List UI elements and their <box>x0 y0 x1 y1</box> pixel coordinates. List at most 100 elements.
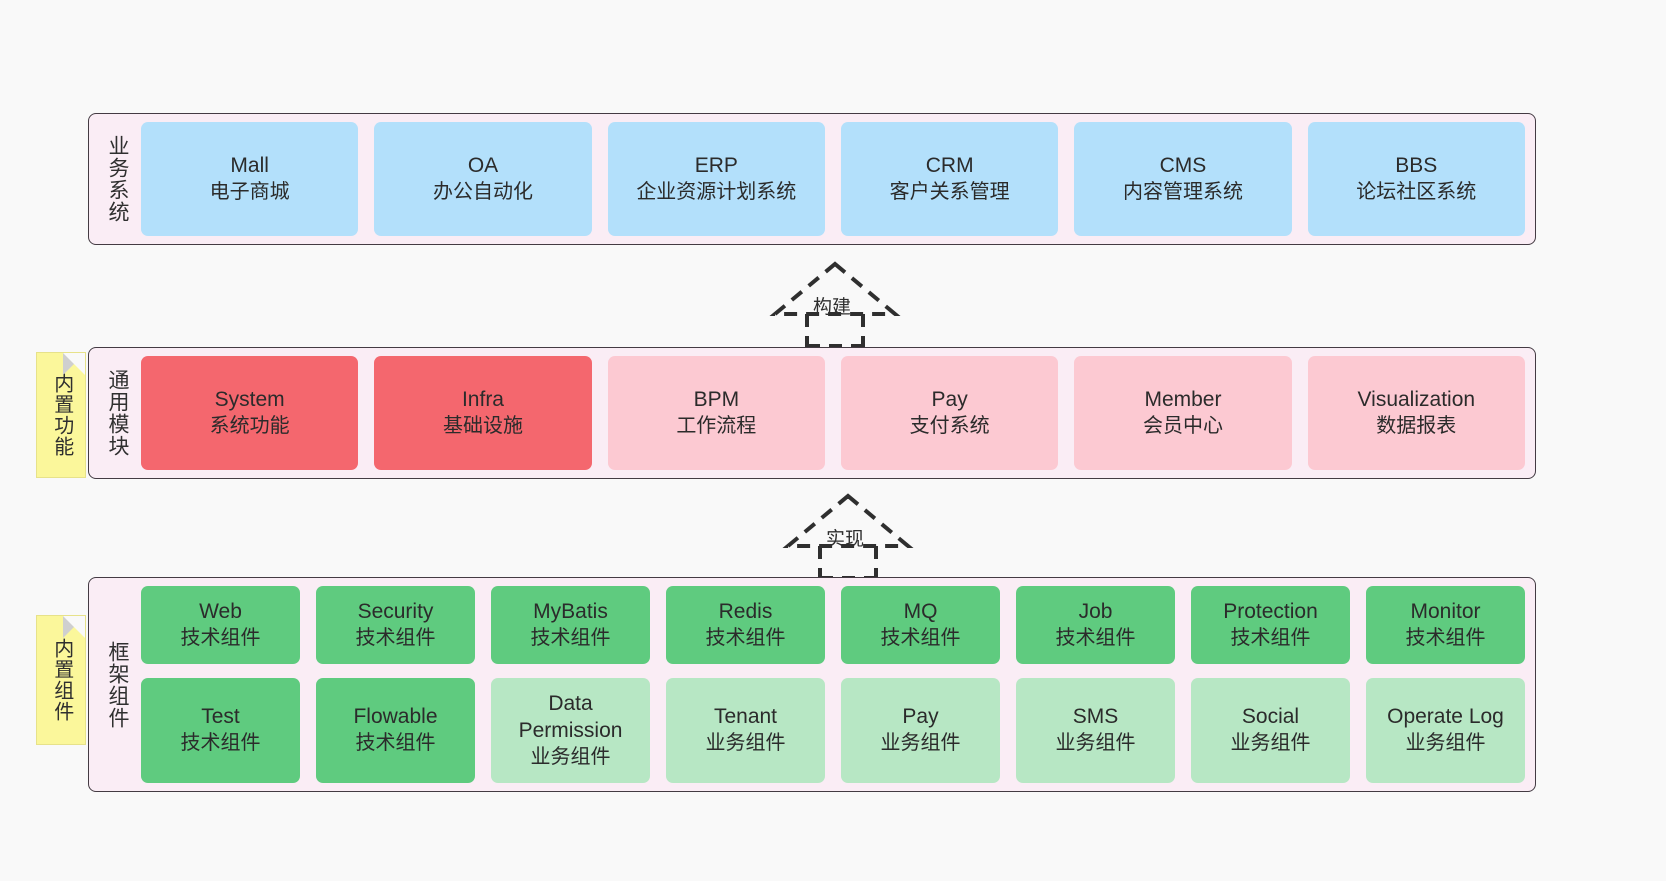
sticky-note-builtin-components[interactable]: 内置组件 <box>36 615 86 745</box>
card-title: Operate Log <box>1387 705 1504 729</box>
layer-common-modules[interactable]: 通用模块 System 系统功能 Infra 基础设施 BPM 工作流程 Pay… <box>88 347 1536 479</box>
card-subtitle: 会员中心 <box>1142 414 1223 437</box>
connector-build-label: 构建 <box>813 297 852 318</box>
card-subtitle: 办公自动化 <box>432 180 533 203</box>
card-bbs[interactable]: BBS 论坛社区系统 <box>1307 122 1525 236</box>
card-row: Web 技术组件 Security 技术组件 MyBatis 技术组件 Redi… <box>141 586 1525 665</box>
card-mybatis[interactable]: MyBatis 技术组件 <box>491 586 650 665</box>
card-title: Data Permission <box>518 691 623 742</box>
card-title: MQ <box>903 599 938 623</box>
card-title: Web <box>199 599 242 623</box>
card-data-permission[interactable]: Data Permission 业务组件 <box>491 678 650 783</box>
card-oa[interactable]: OA 办公自动化 <box>374 122 592 236</box>
card-subtitle: 技术组件 <box>705 626 786 649</box>
card-subtitle: 数据报表 <box>1376 414 1457 437</box>
card-infra[interactable]: Infra 基础设施 <box>374 356 592 470</box>
card-redis[interactable]: Redis 技术组件 <box>666 586 825 665</box>
card-cms[interactable]: CMS 内容管理系统 <box>1074 122 1292 236</box>
card-subtitle: 内容管理系统 <box>1122 180 1243 203</box>
layer-business-systems[interactable]: 业务系统 Mall 电子商城 OA 办公自动化 ERP 企业资源计划系统 CRM… <box>88 113 1536 245</box>
card-title: Security <box>357 599 434 623</box>
card-subtitle: 技术组件 <box>355 626 436 649</box>
card-title: Visualization <box>1357 387 1476 411</box>
card-title: Pay <box>902 705 939 729</box>
card-security[interactable]: Security 技术组件 <box>316 586 475 665</box>
card-pay-module[interactable]: Pay 支付系统 <box>840 356 1059 470</box>
card-tenant[interactable]: Tenant 业务组件 <box>666 678 825 783</box>
card-sms[interactable]: SMS 业务组件 <box>1016 678 1175 783</box>
card-job[interactable]: Job 技术组件 <box>1016 586 1175 665</box>
cards-area-business-systems: Mall 电子商城 OA 办公自动化 ERP 企业资源计划系统 CRM 客户关系… <box>135 122 1525 236</box>
card-mq[interactable]: MQ 技术组件 <box>841 586 1000 665</box>
card-title: Social <box>1241 705 1300 729</box>
card-subtitle: 业务组件 <box>1230 732 1311 755</box>
card-subtitle: 技术组件 <box>180 732 261 755</box>
cards-area-common-modules: System 系统功能 Infra 基础设施 BPM 工作流程 Pay 支付系统… <box>135 356 1525 470</box>
connector-implement: 实现 <box>768 490 928 580</box>
card-web[interactable]: Web 技术组件 <box>141 586 300 665</box>
card-title: BPM <box>693 387 740 411</box>
card-operate-log[interactable]: Operate Log 业务组件 <box>1366 678 1525 783</box>
card-row: System 系统功能 Infra 基础设施 BPM 工作流程 Pay 支付系统… <box>141 356 1525 470</box>
card-subtitle: 业务组件 <box>1405 732 1486 755</box>
sticky-note-label: 内置功能 <box>50 373 73 457</box>
card-title: SMS <box>1072 705 1119 729</box>
card-subtitle: 论坛社区系统 <box>1356 180 1477 203</box>
card-title: Member <box>1144 387 1222 411</box>
generalization-arrow-icon <box>769 261 901 348</box>
card-title: Mall <box>230 153 269 177</box>
sticky-note-label: 内置组件 <box>50 638 73 722</box>
card-subtitle: 基础设施 <box>442 414 523 437</box>
card-system[interactable]: System 系统功能 <box>141 356 359 470</box>
card-title: OA <box>467 153 499 177</box>
sticky-fold-cut-icon <box>63 353 85 375</box>
card-subtitle: 技术组件 <box>530 626 611 649</box>
layer-framework-components[interactable]: 框架组件 Web 技术组件 Security 技术组件 MyBatis 技术组件… <box>88 577 1536 792</box>
card-member[interactable]: Member 会员中心 <box>1074 356 1292 470</box>
card-title: System <box>214 387 285 411</box>
card-subtitle: 业务组件 <box>1055 732 1136 755</box>
card-protection[interactable]: Protection 技术组件 <box>1191 586 1350 665</box>
card-crm[interactable]: CRM 客户关系管理 <box>840 122 1059 236</box>
card-subtitle: 业务组件 <box>880 732 961 755</box>
connector-build: 构建 <box>755 258 915 348</box>
card-subtitle: 电子商城 <box>209 180 290 203</box>
card-row: Test 技术组件 Flowable 技术组件 Data Permission … <box>141 678 1525 783</box>
card-title: ERP <box>694 153 738 177</box>
cards-area-framework-components: Web 技术组件 Security 技术组件 MyBatis 技术组件 Redi… <box>135 586 1525 783</box>
card-subtitle: 技术组件 <box>180 626 261 649</box>
sticky-fold-cut-icon <box>63 616 85 638</box>
card-bpm[interactable]: BPM 工作流程 <box>607 356 825 470</box>
card-title: BBS <box>1395 153 1438 177</box>
card-title: Monitor <box>1410 599 1481 623</box>
card-pay-component[interactable]: Pay 业务组件 <box>841 678 1000 783</box>
card-subtitle: 技术组件 <box>1405 626 1486 649</box>
card-row: Mall 电子商城 OA 办公自动化 ERP 企业资源计划系统 CRM 客户关系… <box>141 122 1525 236</box>
card-flowable[interactable]: Flowable 技术组件 <box>316 678 475 783</box>
card-erp[interactable]: ERP 企业资源计划系统 <box>607 122 825 236</box>
layer-label-framework-components: 框架组件 <box>105 640 129 729</box>
card-subtitle: 技术组件 <box>1055 626 1136 649</box>
card-title: Job <box>1078 599 1113 623</box>
card-subtitle: 企业资源计划系统 <box>636 180 797 203</box>
card-mall[interactable]: Mall 电子商城 <box>141 122 359 236</box>
card-subtitle: 业务组件 <box>705 732 786 755</box>
card-title: CMS <box>1159 153 1207 177</box>
card-subtitle: 系统功能 <box>209 414 290 437</box>
card-subtitle: 支付系统 <box>909 414 990 437</box>
layer-label-business-systems: 业务系统 <box>105 135 129 223</box>
card-social[interactable]: Social 业务组件 <box>1191 678 1350 783</box>
card-visualization[interactable]: Visualization 数据报表 <box>1307 356 1525 470</box>
layer-label-common-modules: 通用模块 <box>105 369 129 457</box>
sticky-note-builtin-features[interactable]: 内置功能 <box>36 352 86 478</box>
card-monitor[interactable]: Monitor 技术组件 <box>1366 586 1525 665</box>
card-title: Redis <box>718 599 773 623</box>
card-subtitle: 技术组件 <box>355 732 436 755</box>
card-test[interactable]: Test 技术组件 <box>141 678 300 783</box>
card-title: Protection <box>1223 599 1318 623</box>
card-subtitle: 客户关系管理 <box>889 180 1010 203</box>
card-subtitle: 工作流程 <box>676 414 757 437</box>
card-title: Test <box>201 705 240 729</box>
card-title: CRM <box>925 153 974 177</box>
